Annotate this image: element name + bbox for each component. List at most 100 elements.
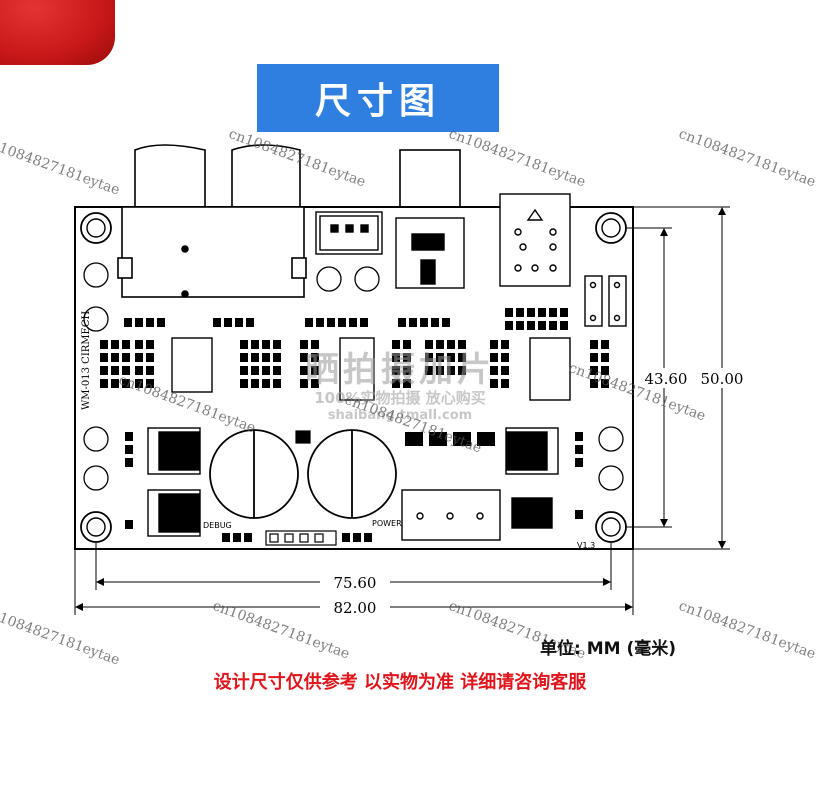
dim-board-height: 50.00	[701, 370, 744, 388]
smd-pad	[122, 379, 130, 388]
smd-pad	[364, 533, 372, 542]
smd-pad	[403, 353, 411, 362]
smd-pad	[111, 340, 119, 349]
smd-pad	[135, 379, 143, 388]
smd-pad	[575, 445, 583, 454]
smd-pad	[436, 353, 444, 362]
smd-pad	[273, 340, 281, 349]
smd-pad	[262, 340, 270, 349]
smd-pad	[262, 379, 270, 388]
smd-pad	[262, 353, 270, 362]
smd-pad	[224, 318, 232, 327]
top-connectors	[134, 144, 461, 208]
smd-pad	[125, 520, 133, 529]
smd-pad	[135, 366, 143, 375]
smd-pad	[100, 353, 108, 362]
smd-pad	[398, 318, 406, 327]
smd-pad	[527, 321, 535, 330]
center-watermark-line1: 晒拍摄加片	[305, 350, 495, 390]
smd-pad	[111, 366, 119, 375]
smd-pad	[590, 340, 598, 349]
smd-pad	[458, 340, 466, 349]
smd-pad	[349, 318, 357, 327]
smd-pad	[124, 318, 132, 327]
smd-pad	[251, 353, 259, 362]
smd-pad	[240, 379, 248, 388]
smd-pad	[244, 533, 252, 542]
smd-pad	[100, 366, 108, 375]
smd-pad	[125, 445, 133, 454]
smd-pad	[425, 340, 433, 349]
smd-pad	[311, 366, 319, 375]
smd-pad	[436, 366, 444, 375]
smd-pad	[135, 340, 143, 349]
page-title: 尺寸图	[314, 81, 441, 122]
connector-jack-left	[134, 144, 206, 207]
smd-pad	[516, 308, 524, 317]
electrolytic-capacitors	[209, 429, 397, 519]
dim-board-width: 82.00	[334, 599, 377, 617]
smd-pad	[300, 353, 308, 362]
smd-pad	[575, 432, 583, 441]
dim-hole-span-vertical: 43.60	[645, 370, 688, 388]
smd-pad	[425, 353, 433, 362]
smd-pad	[316, 318, 324, 327]
diode-bridge	[405, 432, 495, 446]
smd-pad	[549, 321, 557, 330]
smd-pad	[240, 366, 248, 375]
smd-pad	[111, 379, 119, 388]
smd-pad	[538, 308, 546, 317]
smd-pad	[305, 318, 313, 327]
smd-pad	[590, 353, 598, 362]
smd-pad	[135, 318, 143, 327]
smd-pad	[233, 533, 241, 542]
smd-pad	[251, 366, 259, 375]
smd-pad	[601, 379, 609, 388]
smd-pad	[392, 353, 400, 362]
smd-pad	[146, 318, 154, 327]
terminal-block	[401, 489, 501, 541]
smd-pad	[327, 318, 335, 327]
smd-pad	[300, 366, 308, 375]
smd-pad	[311, 340, 319, 349]
smd-pad	[360, 318, 368, 327]
smd-pad	[353, 533, 361, 542]
center-watermark-line3: shaibang.tmall.com	[327, 408, 473, 423]
smd-pad	[501, 353, 509, 362]
small-headers	[265, 430, 337, 546]
smd-pad	[251, 340, 259, 349]
dimension-drawing: WM-013 CIRMECH DEBUG POWER V1.3 75.60 82…	[74, 144, 744, 617]
jumper-blocks	[584, 275, 627, 327]
smd-pad	[447, 353, 455, 362]
smd-pad	[490, 353, 498, 362]
smd-pad	[342, 533, 350, 542]
smd-pad	[300, 379, 308, 388]
board-label-power: POWER	[372, 519, 402, 528]
dc-jack	[499, 193, 571, 287]
ic-chips	[171, 337, 571, 401]
smd-pad	[501, 379, 509, 388]
smd-pad	[213, 318, 221, 327]
smd-pad	[490, 379, 498, 388]
smd-pad	[100, 340, 108, 349]
smd-pad	[442, 318, 450, 327]
smd-pad	[590, 366, 598, 375]
smd-pad	[403, 366, 411, 375]
corner-red-decoration	[0, 0, 115, 65]
smd-pad	[409, 318, 417, 327]
smd-pad	[157, 318, 165, 327]
smd-pad	[447, 340, 455, 349]
smd-pad	[392, 366, 400, 375]
smd-pad	[135, 353, 143, 362]
smd-pads	[100, 308, 609, 542]
smd-pad	[490, 340, 498, 349]
smd-pad	[490, 366, 498, 375]
smd-pad	[146, 353, 154, 362]
smd-pad	[146, 366, 154, 375]
smd-pad	[601, 353, 609, 362]
smd-pad	[122, 340, 130, 349]
smd-pad	[111, 353, 119, 362]
smd-pad	[560, 308, 568, 317]
smd-pad	[601, 340, 609, 349]
smd-pad	[100, 379, 108, 388]
